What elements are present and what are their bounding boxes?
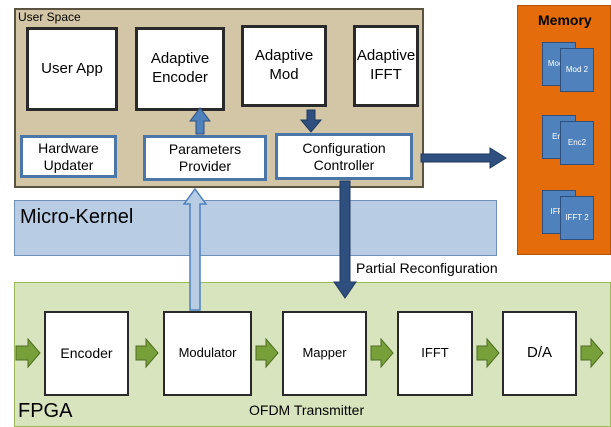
memory-label: Memory: [538, 12, 592, 28]
arrow-da-output: [580, 337, 604, 369]
arrow-ifft-to-da: [476, 337, 500, 369]
adaptive-encoder-box: Adaptive Encoder: [135, 27, 225, 111]
micro-kernel-band: [14, 200, 497, 256]
ofdm-transmitter-caption: OFDM Transmitter: [249, 402, 365, 418]
ifft-block: IFFT: [397, 311, 473, 396]
arrow-encoder-to-modulator: [135, 337, 159, 369]
arrow-params-to-encoder: [188, 107, 212, 135]
arrow-partial-reconfiguration: [333, 180, 357, 299]
user-space-label: User Space: [18, 10, 81, 24]
adaptive-ifft-box: Adaptive IFFT: [353, 25, 419, 107]
arrow-input-to-encoder: [15, 337, 41, 369]
arrow-modulator-to-mapper: [255, 337, 279, 369]
modulator-block: Modulator: [163, 311, 252, 396]
encoder-block: Encoder: [44, 311, 129, 396]
mapper-block: Mapper: [282, 311, 367, 396]
memory-card-enc2: Enc2: [560, 121, 594, 165]
micro-kernel-label: Micro-Kernel: [20, 206, 134, 228]
partial-reconfiguration-label: Partial Reconfiguration: [356, 260, 498, 276]
da-block: D/A: [502, 311, 577, 396]
arrow-config-to-memory: [420, 147, 507, 169]
fpga-label: FPGA: [18, 400, 73, 422]
memory-card-ifft2: IFFT 2: [560, 196, 594, 240]
arrow-modulator-to-params: [182, 187, 208, 311]
adaptive-mod-box: Adaptive Mod: [241, 25, 327, 107]
user-app-box: User App: [26, 27, 118, 111]
arrow-mapper-to-ifft: [370, 337, 394, 369]
memory-card-mod2: Mod 2: [560, 48, 594, 92]
hardware-updater-box: Hardware Updater: [20, 135, 117, 178]
arrow-mod-to-config: [299, 109, 323, 133]
parameters-provider-box: Parameters Provider: [143, 135, 267, 181]
configuration-controller-box: Configuration Controller: [275, 133, 413, 180]
